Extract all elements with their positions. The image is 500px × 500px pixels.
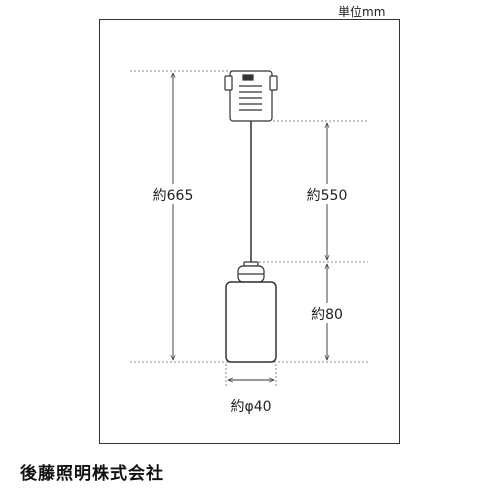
unit-label: 単位mm xyxy=(338,5,386,19)
company-name: 後藤照明株式会社 xyxy=(20,464,164,484)
lamp-socket xyxy=(237,261,265,283)
cord-length-label: 約550 xyxy=(307,188,348,204)
lamp-shade xyxy=(225,281,277,363)
shade-height-label: 約80 xyxy=(311,307,343,323)
drawing-frame xyxy=(99,19,400,444)
shade-diameter-label: 約φ40 xyxy=(230,399,271,415)
extension-lines xyxy=(130,70,368,387)
ceiling-canopy xyxy=(224,70,278,122)
total-height-label: 約665 xyxy=(153,188,194,204)
